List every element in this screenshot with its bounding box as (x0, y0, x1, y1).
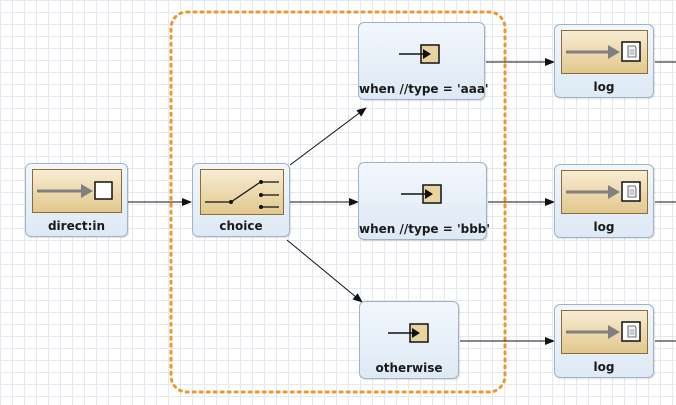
node-otherwise[interactable]: otherwise (359, 301, 459, 379)
node-label: log (593, 360, 615, 374)
log-document-icon (561, 30, 648, 74)
node-when-bbb[interactable]: when //type = 'bbb' (358, 162, 491, 240)
node-label: direct:in (47, 219, 106, 233)
log-document-icon (561, 170, 648, 214)
arrow-into-box-icon (397, 41, 441, 69)
node-when-aaa[interactable]: when //type = 'aaa' (358, 22, 489, 100)
switch-icon (200, 169, 284, 215)
edge-choice-to-otherwise[interactable] (286, 239, 363, 303)
edge-choice-to-when-aaa[interactable] (289, 107, 367, 166)
arrow-into-box-icon (386, 320, 430, 348)
node-log-3[interactable]: log (554, 304, 654, 378)
node-log-2[interactable]: log (554, 164, 654, 238)
node-label: when //type = 'aaa' (359, 82, 489, 96)
log-document-icon (561, 310, 648, 354)
arrow-into-box-icon (399, 181, 443, 209)
node-label: when //type = 'bbb' (359, 222, 491, 236)
node-direct-in[interactable]: direct:in (25, 163, 128, 237)
endpoint-in-icon (32, 169, 122, 213)
node-label: otherwise (375, 361, 443, 375)
node-label: choice (219, 219, 263, 233)
node-log-1[interactable]: log (554, 24, 654, 98)
node-label: log (593, 220, 615, 234)
node-label: log (593, 80, 615, 94)
node-choice[interactable]: choice (192, 163, 290, 237)
